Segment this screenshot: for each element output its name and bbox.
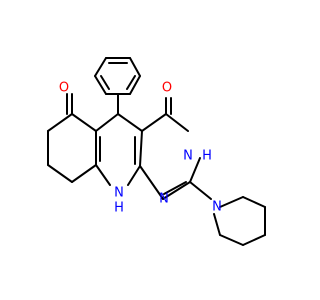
ring-nh-right-h-label: H bbox=[202, 149, 212, 164]
background bbox=[0, 0, 300, 300]
amide-oxygen-label: O bbox=[162, 81, 172, 96]
ring-nh-bottom-n-label: N bbox=[114, 186, 124, 201]
bond-lines bbox=[47, 57, 266, 246]
ring-nh-bottom-h-label: H bbox=[114, 201, 124, 216]
ketone-oxygen-label: O bbox=[59, 81, 69, 96]
molecule-structure: O O N H N N H N bbox=[0, 0, 300, 300]
ring-n-bottom-label: N bbox=[159, 192, 169, 207]
ring-n-right-label: N bbox=[183, 149, 193, 164]
piperidine-nitrogen-label: N bbox=[212, 200, 222, 215]
